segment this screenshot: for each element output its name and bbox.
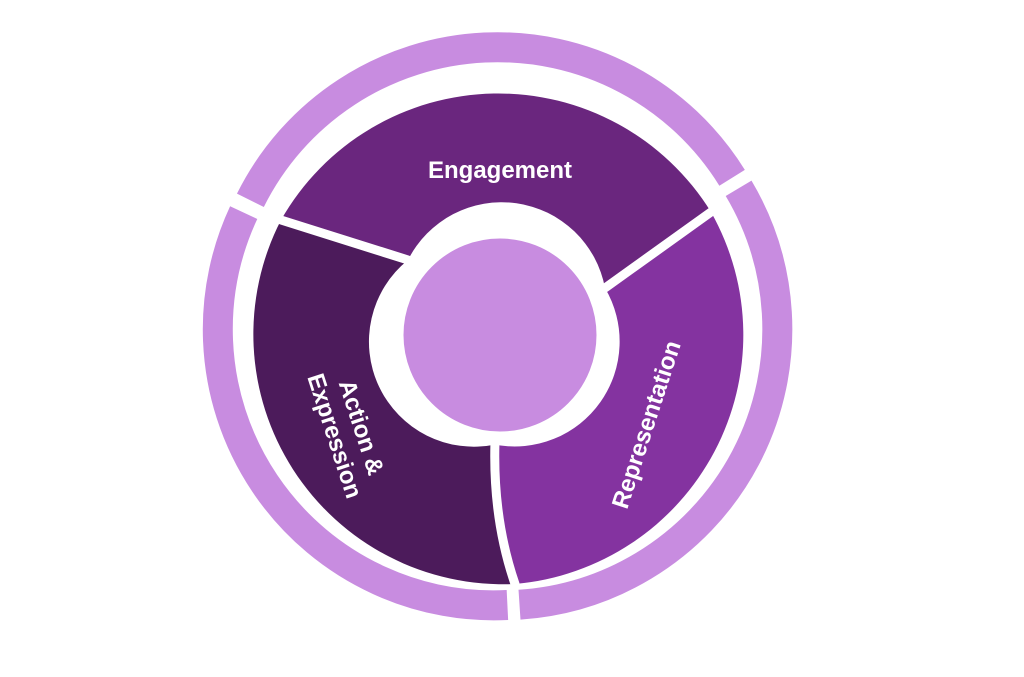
representation-segment <box>494 212 744 584</box>
action-expression-segment <box>253 220 516 585</box>
outer-ring-segment-right <box>518 180 793 620</box>
segment-dividers <box>276 207 716 589</box>
outer-ring-segment-top <box>236 32 745 207</box>
divider-action-representation <box>490 440 520 589</box>
center-circle <box>394 229 606 441</box>
divider-engagement-action <box>276 215 413 265</box>
engagement-segment <box>281 93 711 288</box>
outer-ring-segment-left <box>202 206 509 621</box>
inner-segments <box>253 93 744 585</box>
outer-ring <box>202 32 793 621</box>
divider-engagement-representation <box>600 207 716 293</box>
engagement-label: Engagement <box>428 157 572 184</box>
